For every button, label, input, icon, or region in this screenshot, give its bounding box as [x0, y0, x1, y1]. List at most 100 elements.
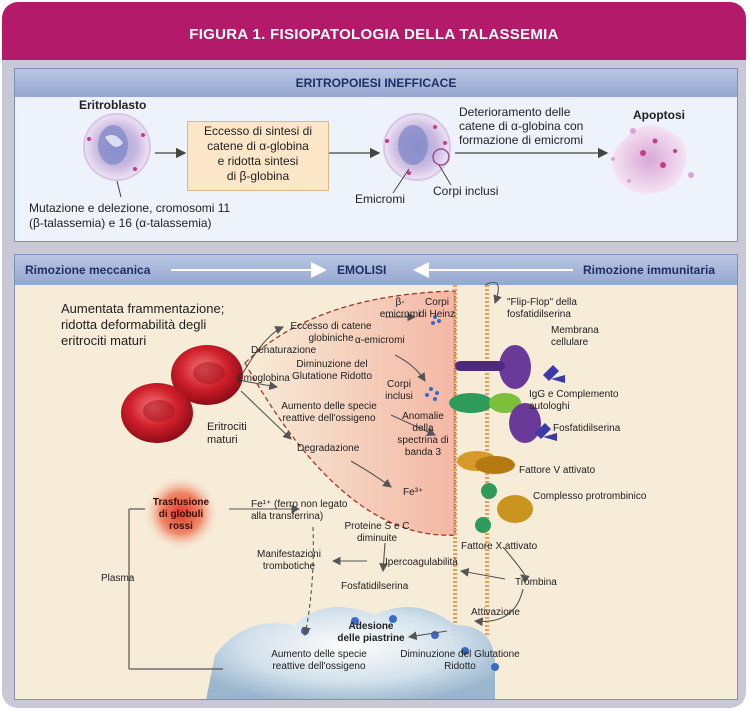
eritrociti-label: Eritrociti maturi: [207, 421, 247, 447]
rimozione-meccanica: Rimozione meccanica: [25, 263, 151, 277]
mutazione-line: (β-talassemia) e 16 (α-talassemia): [29, 216, 212, 230]
deterioramento-line: Deterioramento delle: [459, 105, 571, 119]
emolisi-graphics: [121, 262, 573, 699]
aumento-specie-line: Aumento delle specie: [281, 401, 377, 412]
aumento-specie-label: Aumento delle specie reattive dell'ossig…: [271, 401, 387, 425]
anomalie-line: spectrina di: [397, 435, 449, 446]
mutazione-line: Mutazione e delezione, cromosomi 11: [29, 201, 231, 215]
trasfusione-line: di globuli: [158, 509, 204, 520]
fosfatidilserina2-label: Fosfatidilserina: [341, 581, 409, 592]
aumentata-label: Aumentata frammentazione; ridotta deform…: [61, 301, 224, 349]
apoptosi-blob: [611, 125, 694, 194]
fattore-x-label: Fattore X attivato: [461, 541, 538, 552]
trasfusione-glow: [143, 475, 219, 551]
alfa-emicromi-label: α-emicromi: [355, 335, 405, 346]
flow-arrows: [229, 281, 530, 641]
emoglobina-label: Emoglobina: [237, 373, 290, 384]
eritrociti-line: maturi: [207, 434, 238, 446]
flip-flop-line: "Flip-Flop" della: [507, 297, 577, 308]
aumento-specie-line: reattive dell'ossigeno: [282, 413, 376, 424]
aumentata-line: ridotta deformabilità degli: [61, 317, 207, 332]
eccesso-sintesi-box: Eccesso di sintesi di catene di α-globin…: [187, 121, 329, 191]
trasfusione-label: Trasfusione di globuli rossi: [143, 497, 219, 533]
box-line: e ridotta sintesi: [217, 154, 299, 168]
flip-flop-line: fosfatidilserina: [507, 309, 571, 320]
eritropoiesi-panel: ERITROPOIESI INEFFICACE: [14, 68, 738, 242]
fe3-label: Fe³⁺: [403, 487, 424, 498]
beta-emicromi-label: β- emicromi: [375, 297, 425, 321]
corpi-inclusi2-line: Corpi: [387, 379, 411, 390]
aumento-specie2-label: Aumento delle specie reattive dell'ossig…: [259, 649, 379, 673]
corpi-heinz-label: Corpi di Heinz: [415, 297, 459, 321]
proteine-line: diminuite: [356, 533, 398, 544]
mutazione-label: Mutazione e delezione, cromosomi 11 (β-t…: [29, 201, 230, 231]
emolisi-header-band: [15, 255, 737, 285]
aumento-specie2-line: reattive dell'ossigeno: [272, 661, 366, 672]
plasma-bracket: [128, 508, 223, 670]
corpi-heinz-line: di Heinz: [418, 309, 456, 320]
anomalie-line: Anomalie: [402, 411, 444, 422]
eritroblasto-cell: [83, 113, 151, 181]
attivazione-label: Attivazione: [471, 607, 520, 618]
eritropoiesi-header: ERITROPOIESI INEFFICACE: [295, 76, 457, 90]
proteine-label: Proteine S e C diminuite: [337, 521, 417, 545]
eritroblasto-label: Eritroblasto: [79, 98, 147, 112]
eritropoiesi-header-band: ERITROPOIESI INEFFICACE: [15, 69, 737, 97]
eritrociti-line: Eritrociti: [207, 421, 247, 433]
corpi-heinz-line: Corpi: [425, 297, 449, 308]
igg-line: IgG e Complemento: [529, 389, 619, 400]
igg-label: IgG e Complemento autologhi: [529, 389, 619, 413]
corpi-inclusi2-line: inclusi: [385, 391, 413, 402]
anomalie-line: banda 3: [404, 447, 442, 458]
complesso-label: Complesso protrombinico: [533, 491, 647, 502]
aumento-specie2-line: Aumento delle specie: [271, 649, 367, 660]
eritropoiesi-graphics: [83, 113, 694, 198]
membrana-line: Membrana: [551, 325, 599, 336]
fe-line: alla transferrina): [251, 511, 324, 522]
emolisi-title: EMOLISI: [337, 263, 387, 277]
corpi-inclusi2-label: Corpi inclusi: [379, 379, 419, 403]
aumentata-line: Aumentata frammentazione;: [61, 301, 225, 316]
eccesso-catene-line: globiniche: [308, 333, 354, 344]
trombina-label: Trombina: [515, 577, 557, 588]
deterioramento-label: Deterioramento delle catene di α-globina…: [459, 105, 583, 147]
beta-emicromi-line: β-: [395, 297, 405, 308]
box-line: catene di α-globina: [207, 139, 309, 153]
igg-line: autologhi: [529, 401, 570, 412]
fe-line: Fe¹⁺ (ferro non legato: [251, 499, 348, 510]
anomalie-label: Anomalie della spectrina di banda 3: [395, 411, 451, 459]
degradazione-label: Degradazione: [297, 443, 360, 454]
deterioramento-line: formazione di emicromi: [459, 133, 584, 147]
emicromi-cell: [383, 113, 451, 181]
rimozione-immunitaria: Rimozione immunitaria: [583, 263, 716, 277]
fattore-v-label: Fattore V attivato: [519, 465, 596, 476]
diminuzione-glut2-label: Diminuzione del Glutatione Ridotto: [395, 649, 525, 673]
fe-label: Fe¹⁺ (ferro non legato alla transferrina…: [251, 499, 347, 523]
proteine-line: Proteine S e C: [344, 521, 410, 532]
manifestazioni-line: Manifestazioni: [257, 549, 321, 560]
trasfusione-line: Trasfusione: [152, 497, 210, 508]
manifestazioni-label: Manifestazioni trombotiche: [249, 549, 329, 573]
figure-title: FIGURA 1. FISIOPATOLOGIA DELLA TALASSEMI…: [189, 26, 559, 43]
apoptosi-label: Apoptosi: [633, 108, 685, 122]
diminuzione-glut-label: Diminuzione del Glutatione Ridotto: [277, 359, 387, 383]
trasfusione-line: rossi: [169, 521, 193, 532]
box-line: Eccesso di sintesi di: [203, 124, 313, 138]
flip-flop-label: "Flip-Flop" della fosfatidilserina: [507, 297, 577, 321]
eritrociti-maturi: [121, 345, 243, 443]
corpi-inclusi-label: Corpi inclusi: [433, 184, 499, 198]
ipercoag-label: Ipercoagulabilità: [385, 557, 458, 568]
fosfatidilserina-label: Fosfatidilserina: [553, 423, 621, 434]
eccesso-catene-label: Eccesso di catene globiniche: [281, 321, 381, 345]
piastrine: [206, 607, 499, 699]
diminuzione-glut2-line: Diminuzione del Glutatione: [400, 649, 520, 660]
box-line: di β-globina: [226, 169, 290, 183]
beta-emicromi-line: emicromi: [379, 309, 421, 320]
diminuzione-glut2-line: Ridotto: [444, 661, 476, 672]
deterioramento-line: catene di α-globina con: [459, 119, 584, 133]
diminuzione-glut-line: Diminuzione del: [296, 359, 368, 370]
adesione-label: Adesione delle piastrine: [331, 621, 411, 645]
title-bar: FIGURA 1. FISIOPATOLOGIA DELLA TALASSEMI…: [2, 2, 746, 60]
manifestazioni-line: trombotiche: [262, 561, 316, 572]
